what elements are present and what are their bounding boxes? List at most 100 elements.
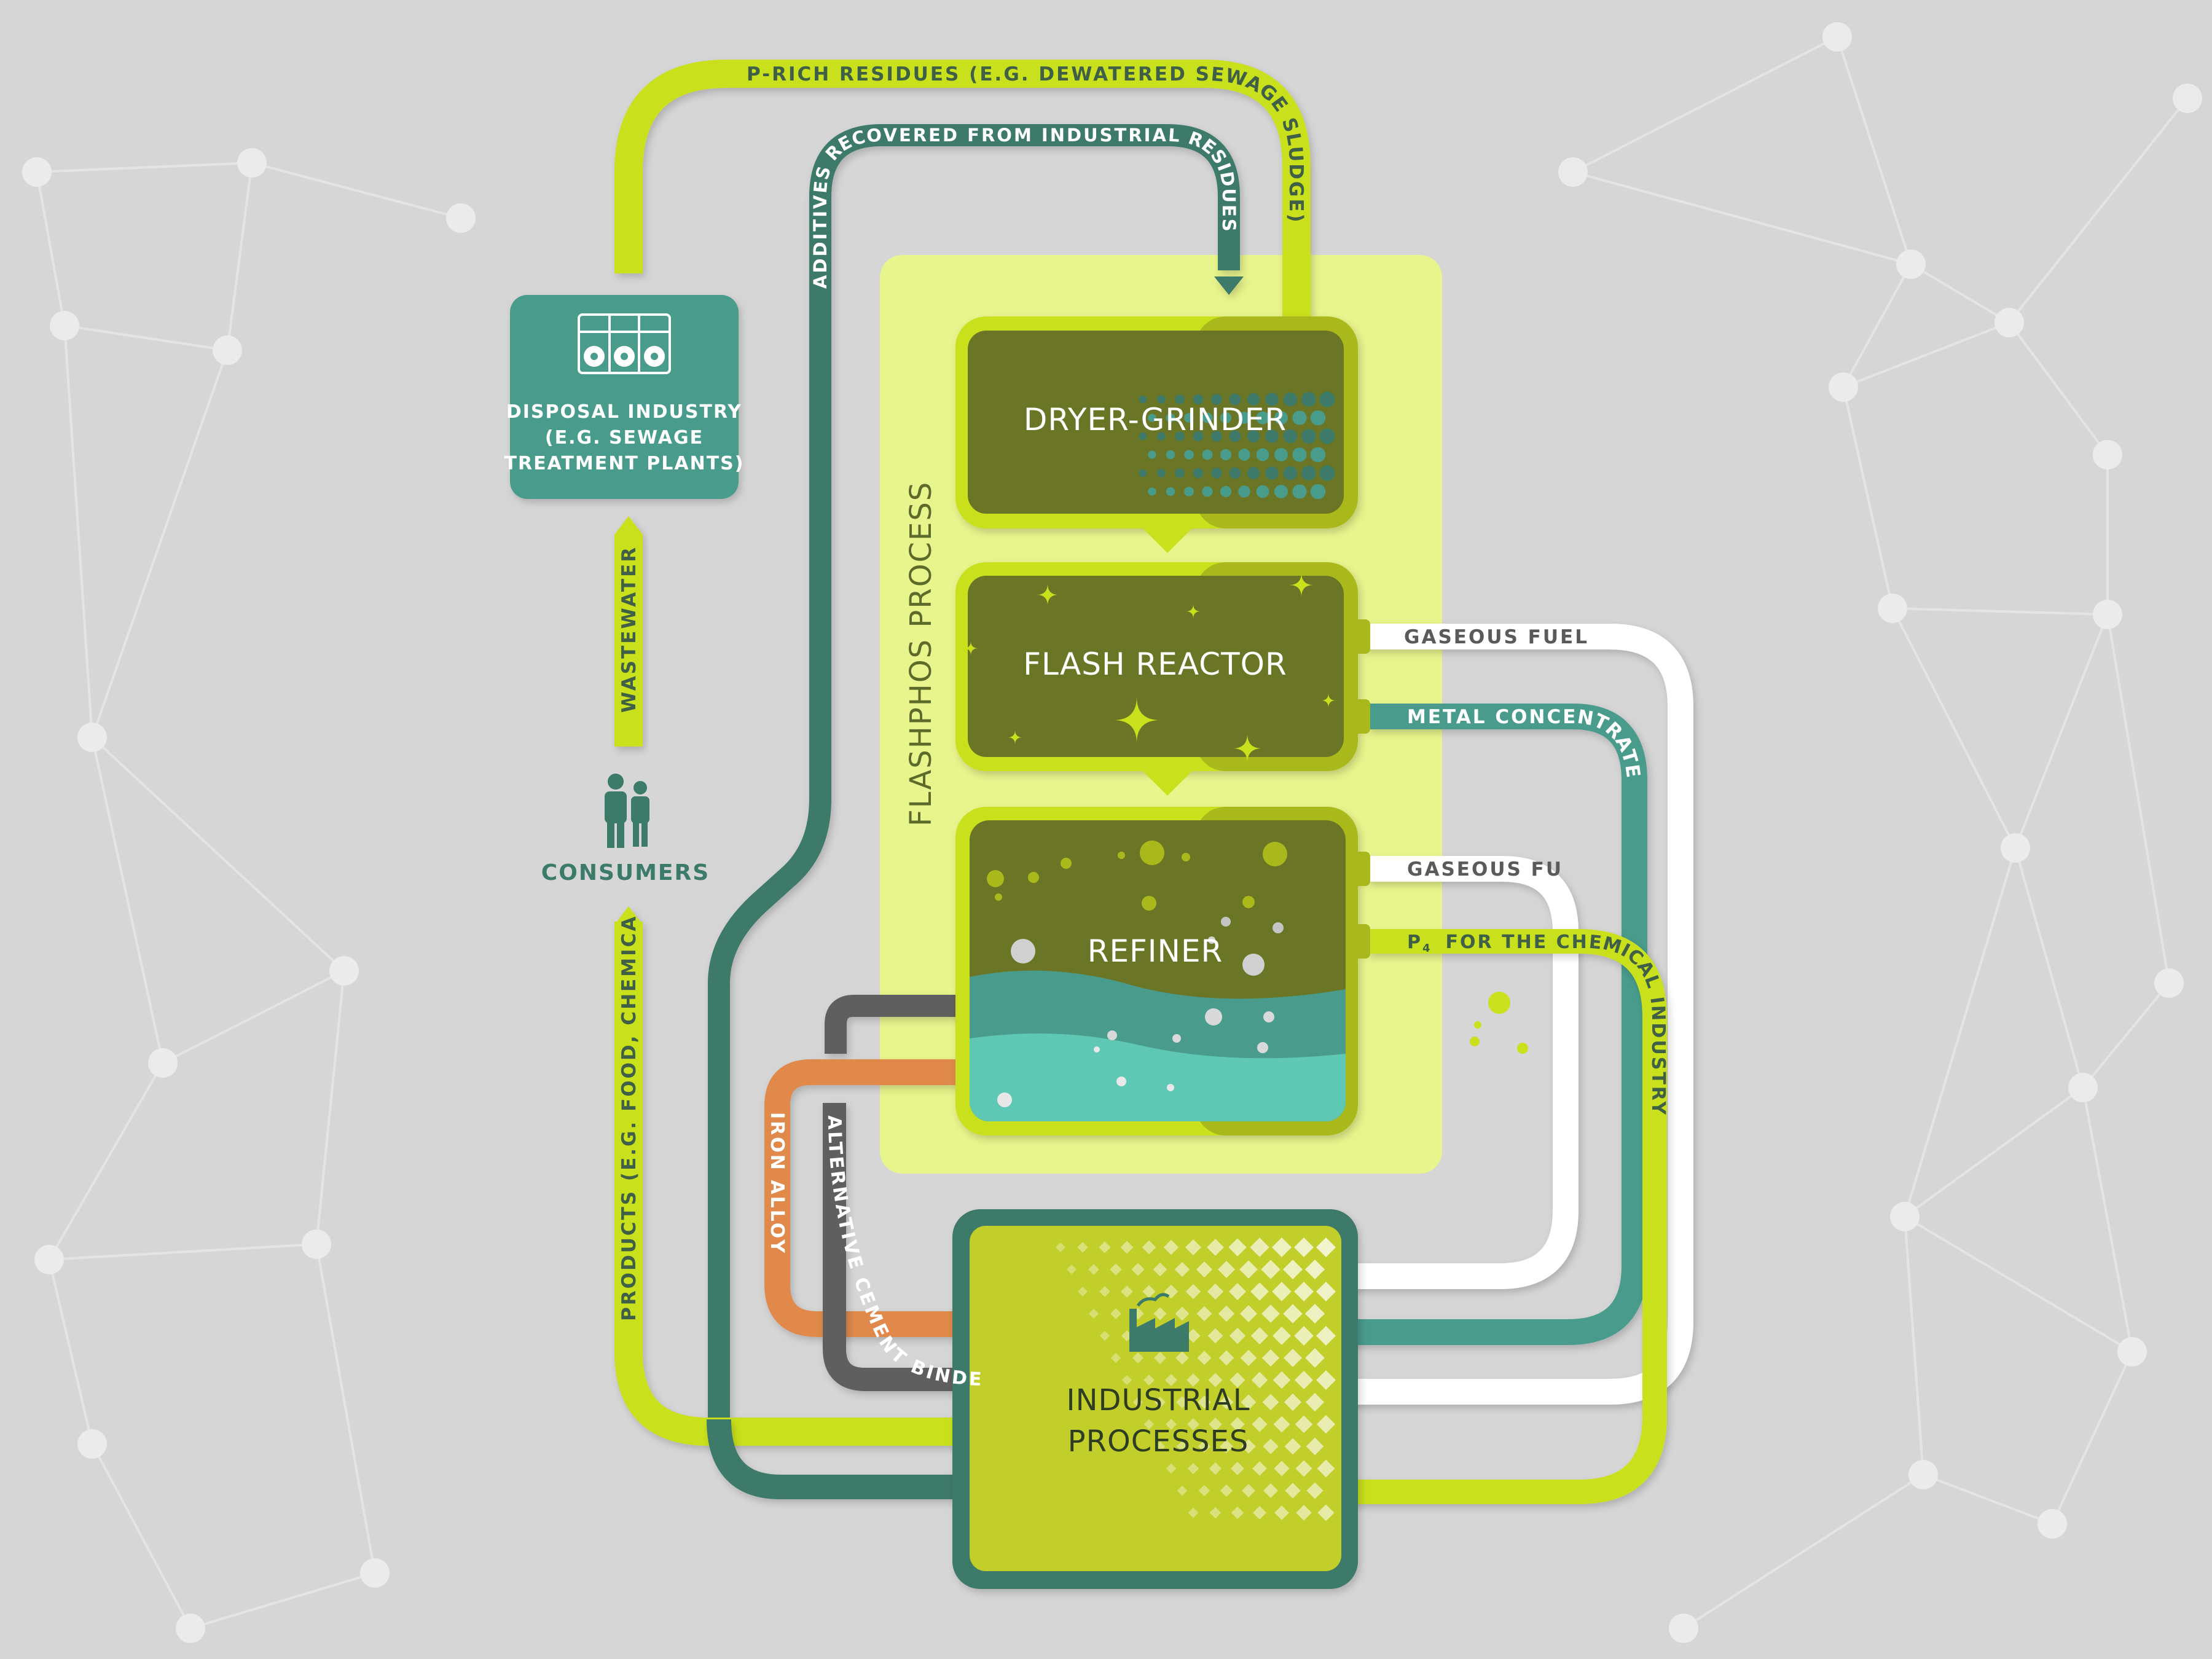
network-link: [63, 325, 93, 738]
network-link: [2014, 847, 2084, 1088]
dryer-particle: [1301, 392, 1316, 407]
network-node: [34, 1245, 64, 1274]
pattern-diamond: [1154, 1352, 1166, 1364]
pattern-diamond: [1230, 1372, 1245, 1388]
network-link: [2008, 321, 2109, 456]
dryer-particle: [1229, 430, 1241, 442]
industrial-processes-box: [952, 1209, 1358, 1589]
pattern-diamond: [1316, 1326, 1336, 1346]
pattern-diamond: [1316, 1370, 1336, 1390]
pattern-diamond: [1294, 1326, 1314, 1346]
dryer-particle: [1139, 395, 1147, 404]
pattern-diamond: [1305, 1348, 1325, 1368]
network-node: [2068, 1073, 2098, 1102]
refiner-bubble: [1263, 1011, 1274, 1022]
pattern-diamond: [1207, 1328, 1223, 1344]
dryer-particle: [1247, 466, 1260, 480]
flow-wastewater: [614, 516, 643, 747]
dryer-particle: [1157, 395, 1166, 404]
network-link: [315, 970, 345, 1245]
pattern-diamond: [1198, 1395, 1211, 1409]
pattern-diamond: [1207, 1239, 1224, 1256]
flashphos-process-label: FLASHPHOS PROCESS: [904, 481, 938, 826]
refiner-bubble: [1257, 1042, 1268, 1053]
network-link: [1842, 264, 1912, 388]
network-link: [1843, 321, 2010, 388]
pattern-diamond: [1218, 1350, 1234, 1366]
refiner-bubble: [997, 1092, 1012, 1107]
network-link: [1891, 608, 2017, 849]
network-node: [302, 1230, 331, 1259]
network-link: [91, 350, 229, 738]
pattern-diamond: [1250, 1327, 1269, 1345]
dryer-particle: [1292, 484, 1307, 499]
dryer-particle: [1247, 429, 1260, 443]
pattern-diamond: [1153, 1307, 1167, 1320]
network-node: [2093, 440, 2122, 469]
dryer-particle: [1184, 487, 1194, 496]
sparkle: [1186, 604, 1201, 619]
dryer-particle: [1202, 412, 1213, 423]
pattern-diamond: [1305, 1304, 1325, 1324]
pattern-diamond: [1294, 1237, 1314, 1257]
network-link: [1836, 36, 1912, 265]
reactor-ports: [1352, 619, 1370, 734]
industrial-processes-label-1: INDUSTRIAL: [1066, 1383, 1250, 1418]
network-node: [446, 203, 476, 233]
pattern-diamond: [1285, 1483, 1301, 1499]
industrial-processes-label-2: PROCESSES: [1068, 1424, 1249, 1459]
dryer-particle: [1139, 432, 1147, 441]
pattern-diamond: [1153, 1262, 1167, 1277]
dryer-grinder-box: [955, 316, 1358, 528]
flow-additives: [708, 124, 1244, 1419]
pattern-diamond: [1056, 1242, 1065, 1252]
dryer-particle: [1175, 431, 1185, 441]
control-panel-knobs: [590, 353, 658, 360]
dryer-particle: [1175, 468, 1185, 478]
network-node: [2093, 600, 2122, 629]
refiner-label: REFINER: [1088, 933, 1223, 969]
pattern-diamond: [1209, 1418, 1222, 1431]
network-link: [1923, 1473, 2053, 1525]
pattern-diamond: [1284, 1393, 1302, 1411]
network-node: [1896, 249, 1926, 279]
pattern-diamond: [1273, 1327, 1291, 1345]
pattern-diamond: [1187, 1418, 1199, 1430]
pattern-diamond: [1099, 1241, 1111, 1253]
pattern-diamond: [1272, 1237, 1292, 1257]
refiner-bubble: [1221, 917, 1231, 927]
dryer-particle: [1229, 467, 1241, 479]
pattern-diamond: [1241, 1394, 1257, 1410]
dryer-particle: [1310, 447, 1326, 463]
pattern-diamond: [1261, 1304, 1280, 1323]
pattern-diamond: [1219, 1395, 1234, 1410]
iron-alloy-label: IRON ALLOY: [766, 1112, 788, 1255]
refiner-bubble: [1172, 1034, 1181, 1043]
pattern-diamond: [1274, 1461, 1290, 1477]
dryer-particle: [1175, 394, 1185, 404]
network-link: [1910, 263, 2010, 324]
pattern-diamond: [1176, 1396, 1188, 1408]
dryer-particle: [1184, 413, 1194, 423]
refiner-bubble: [1116, 1077, 1126, 1086]
pattern-diamond: [1241, 1439, 1256, 1454]
dryer-particle: [1283, 429, 1298, 444]
sparkle: [1037, 584, 1059, 606]
pattern-diamond: [1088, 1308, 1099, 1319]
network-node: [1558, 157, 1588, 187]
pattern-diamond: [1185, 1284, 1201, 1300]
dryer-particle: [1274, 411, 1288, 425]
disposal-industry-label-3: TREATMENT PLANTS): [504, 453, 745, 474]
dryer-particle: [1238, 412, 1250, 424]
factory-icon: [1129, 1293, 1189, 1352]
network-link: [49, 1243, 317, 1261]
network-link: [1842, 386, 1894, 609]
network-node: [329, 956, 359, 986]
network-link: [91, 1443, 192, 1629]
sparkle: [1233, 734, 1262, 763]
pattern-diamond: [1294, 1282, 1314, 1301]
network-link: [162, 970, 345, 1064]
dryer-particle: [1211, 468, 1222, 479]
pattern-diamond: [1317, 1504, 1335, 1521]
dryer-particle: [1301, 466, 1316, 480]
